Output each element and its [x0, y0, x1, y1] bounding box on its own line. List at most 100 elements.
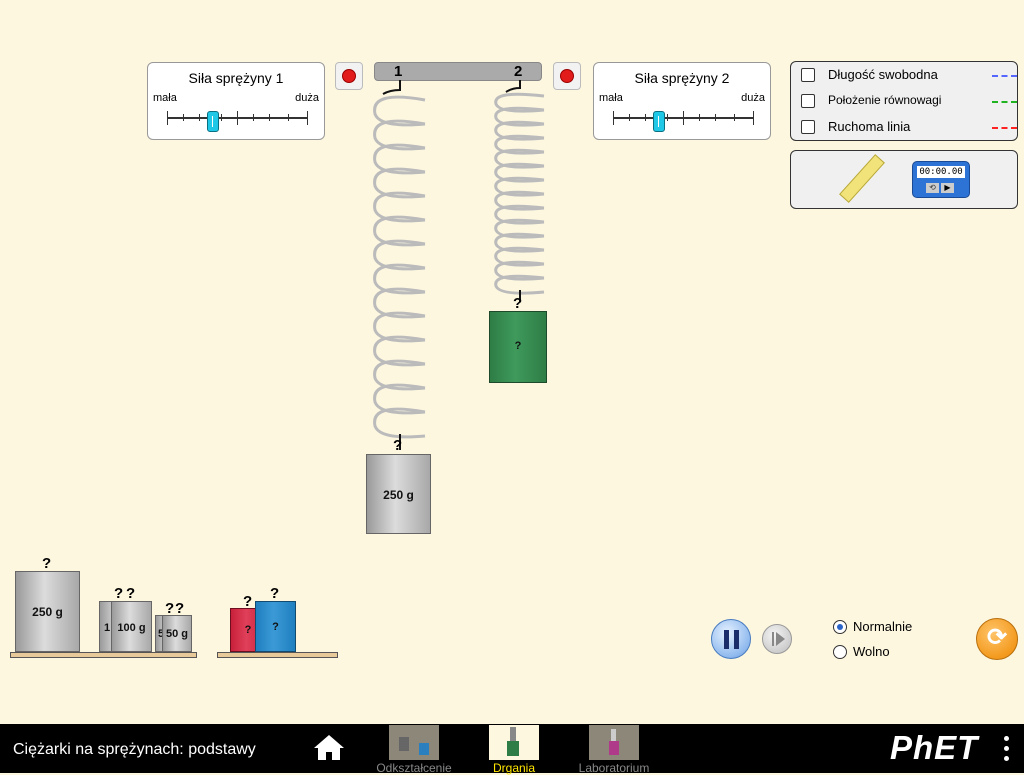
movable-line-legend [992, 127, 1017, 129]
spring1-strength-title: Siła sprężyny 1 [188, 70, 284, 86]
mass-hook: ? [393, 437, 403, 454]
checkbox[interactable] [801, 68, 815, 82]
step-forward-icon [776, 632, 785, 646]
ceiling-bar [374, 62, 542, 81]
step-forward-button[interactable] [762, 624, 792, 654]
mass-hook: ? [114, 585, 124, 602]
mass-label: 5 [158, 628, 184, 640]
slider-tick [237, 111, 238, 125]
sim-title: Ciężarki na sprężynach: podstawy [13, 741, 256, 758]
speed-normal-radio[interactable] [833, 620, 847, 634]
slider-tick [699, 114, 700, 121]
speed-slow-radio[interactable] [833, 645, 847, 659]
tab-label: Odkształcenie [376, 761, 452, 775]
option-label: Ruchoma linia [828, 119, 911, 134]
step-forward-icon [772, 632, 774, 646]
slider-tick [221, 114, 222, 121]
spring2-number: 2 [514, 63, 523, 80]
tab-thumbnail [389, 725, 439, 760]
mass-hook: ? [126, 585, 136, 602]
phet-logo[interactable]: PhET [890, 729, 979, 766]
slider-tick [307, 111, 308, 125]
slider-tick [667, 114, 668, 121]
spring2-max-label: duża [741, 92, 765, 104]
home-button[interactable] [312, 733, 346, 763]
stopwatch-play-icon: ▶ [941, 183, 954, 193]
spring1-slider-thumb[interactable] [207, 111, 220, 132]
slider-tick [253, 114, 254, 121]
stopwatch-icon[interactable]: 00:00.00 ⟲ ▶ [912, 161, 970, 198]
shelf-mass-unknown-blue[interactable]: ? [255, 601, 296, 652]
shelf-mass-100g[interactable]: 100 g [111, 601, 152, 652]
slider-tick [269, 114, 270, 121]
stopwatch-reset-icon: ⟲ [926, 183, 939, 193]
mass-label: ? [514, 340, 522, 352]
option-movable-line[interactable]: Ruchoma linia [801, 118, 1017, 138]
slider-tick [683, 111, 684, 125]
option-equilibrium-position[interactable]: Położenie równowagi [801, 92, 1017, 112]
tab-odksztalcenie[interactable]: Odkształcenie [374, 725, 454, 775]
navigation-bar: Ciężarki na sprężynach: podstawy Odkszta… [0, 724, 1024, 775]
tab-drgania[interactable]: Drgania [474, 725, 554, 775]
spring1[interactable] [355, 78, 445, 453]
speed-normal-label[interactable]: Normalnie [853, 619, 913, 634]
spring1-stop-button[interactable] [335, 62, 363, 90]
spring2-strength-title: Siła sprężyny 2 [634, 70, 730, 86]
equilibrium-line-legend [992, 101, 1017, 103]
slider-tick [645, 114, 646, 121]
hung-mass-unknown-green[interactable]: ? [489, 311, 547, 383]
menu-dots-icon[interactable] [1002, 736, 1010, 764]
slider-tick [199, 114, 200, 121]
mass-label: ? [244, 624, 252, 636]
option-natural-length[interactable]: Długość swobodna [801, 66, 1017, 86]
slider-tick [613, 111, 614, 125]
stopwatch-display: 00:00.00 [917, 166, 965, 178]
spring1-max-label: duża [295, 92, 319, 104]
reset-all-button[interactable]: ⟳ [976, 618, 1018, 660]
tab-laboratorium[interactable]: Laboratorium [574, 725, 654, 775]
checkbox[interactable] [801, 120, 815, 134]
mass-shelf-2 [217, 652, 338, 658]
checkbox[interactable] [801, 94, 815, 108]
tab-thumbnail [589, 725, 639, 760]
ruler-icon[interactable] [839, 154, 885, 203]
slider-tick [167, 111, 168, 125]
shelf-mass-250g[interactable]: 250 g [15, 571, 80, 652]
spring2-slider-thumb[interactable] [653, 111, 666, 132]
slider-tick [629, 114, 630, 121]
pause-icon [724, 630, 739, 649]
mass-label: 1 [104, 622, 111, 634]
spring2-min-label: mała [599, 92, 623, 104]
speed-slow-label[interactable]: Wolno [853, 644, 890, 659]
option-label: Położenie równowagi [828, 93, 942, 107]
mass-label: 100 g [117, 622, 146, 634]
natural-length-line-legend [992, 75, 1017, 77]
tab-label: Laboratorium [578, 761, 650, 775]
option-label: Długość swobodna [828, 67, 938, 82]
slider-tick [288, 114, 289, 121]
pause-button[interactable] [711, 619, 751, 659]
shelf-mass-50g[interactable]: 50 g [162, 615, 192, 652]
mass-label: 50 g [165, 628, 188, 640]
tab-label: Drgania [492, 761, 536, 775]
slider-tick [753, 111, 754, 125]
mass-hook: ? [270, 585, 280, 602]
spring2-strength-panel: Siła sprężyny 2 mała duża [593, 62, 771, 140]
tools-panel: 00:00.00 ⟲ ▶ [790, 150, 1018, 209]
mass-label: 250 g [32, 605, 63, 619]
mass-hook: ? [165, 600, 175, 617]
hung-mass-250g[interactable]: 250 g [366, 454, 431, 534]
mass-hook: ? [513, 295, 523, 312]
display-options-panel: Długość swobodna Położenie równowagi Ruc… [790, 61, 1018, 141]
tab-thumbnail [489, 725, 539, 760]
spring1-min-label: mała [153, 92, 177, 104]
reset-icon: ⟳ [986, 624, 1008, 651]
mass-hook: ? [243, 593, 253, 610]
mass-label: 250 g [383, 488, 414, 502]
mass-hook: ? [42, 555, 52, 572]
spring1-number: 1 [394, 63, 403, 80]
mass-shelf-1 [10, 652, 197, 658]
spring2[interactable] [480, 78, 560, 303]
mass-hook: ? [175, 600, 185, 617]
spring2-stop-button[interactable] [553, 62, 581, 90]
